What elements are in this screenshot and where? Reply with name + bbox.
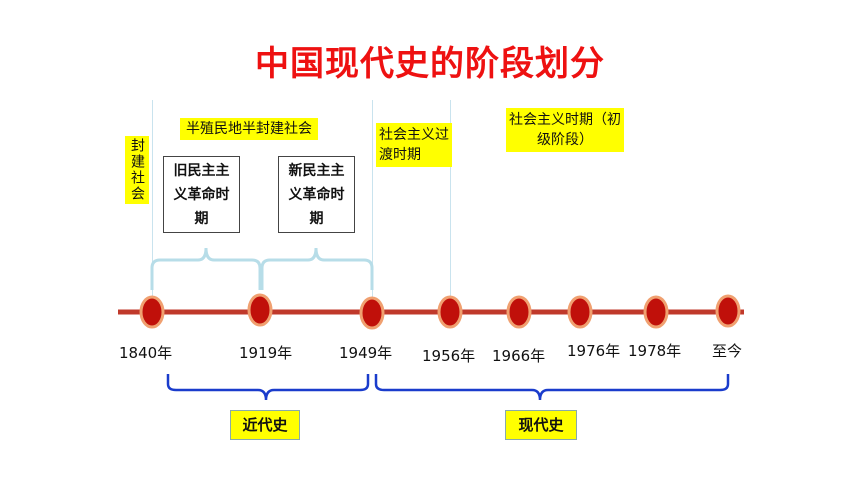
label-feudal-society: 封建社会 bbox=[125, 136, 149, 204]
guide-line-1956 bbox=[450, 100, 451, 300]
timeline-nodes bbox=[139, 293, 741, 330]
node-1978 bbox=[643, 295, 669, 329]
node-1949 bbox=[359, 296, 385, 330]
year-label-1976: 1976年 bbox=[567, 342, 621, 360]
box-old-democratic-text: 旧民主主义革命时期 bbox=[173, 162, 230, 227]
brace-bottom-modern bbox=[166, 374, 370, 401]
brace-top-1840-1919 bbox=[150, 247, 262, 290]
node-present bbox=[715, 294, 741, 328]
guide-line-1840 bbox=[152, 100, 153, 300]
period-modern-history: 近代史 bbox=[230, 410, 300, 440]
year-label-1966: 1966年 bbox=[492, 347, 546, 365]
year-label-1949: 1949年 bbox=[339, 344, 393, 362]
page-title: 中国现代史的阶段划分 bbox=[255, 44, 605, 84]
node-1840 bbox=[139, 295, 165, 329]
node-1956 bbox=[437, 295, 463, 329]
label-feudal-text: 封建社会 bbox=[129, 138, 145, 202]
label-semi-colonial: 半殖民地半封建社会 bbox=[180, 118, 318, 140]
node-1966 bbox=[506, 295, 532, 329]
year-label-1919: 1919年 bbox=[239, 344, 293, 362]
brace-top-1919-1949 bbox=[260, 247, 374, 290]
year-label-present: 至今 bbox=[712, 342, 743, 360]
period-contemporary-history: 现代史 bbox=[505, 410, 577, 440]
label-transition-text: 社会主义过渡时期 bbox=[379, 127, 449, 163]
year-label-1956: 1956年 bbox=[422, 347, 476, 365]
box-old-democratic-revolution: 旧民主主义革命时期 bbox=[163, 156, 240, 233]
label-socialist-text: 社会主义时期（初级阶段） bbox=[509, 112, 621, 148]
label-socialist-period: 社会主义时期（初级阶段） bbox=[506, 108, 624, 152]
box-new-democratic-text: 新民主主义革命时期 bbox=[288, 162, 345, 227]
node-1919 bbox=[247, 293, 273, 327]
node-1976 bbox=[567, 295, 593, 329]
box-new-democratic-revolution: 新民主主义革命时期 bbox=[278, 156, 355, 233]
label-transition-period: 社会主义过渡时期 bbox=[376, 123, 452, 167]
brace-bottom-contemporary bbox=[374, 374, 730, 401]
year-label-1978: 1978年 bbox=[628, 342, 682, 360]
label-semi-colonial-text: 半殖民地半封建社会 bbox=[186, 121, 312, 137]
guide-line-1949 bbox=[372, 100, 373, 300]
year-label-1840: 1840年 bbox=[119, 344, 173, 362]
